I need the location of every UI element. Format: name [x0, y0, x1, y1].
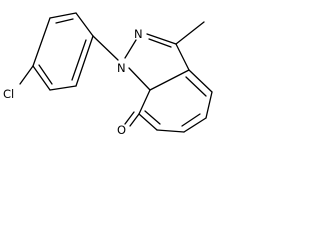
bond-carbonyl-2	[124, 111, 135, 125]
molecule-structure-diagram: Cl N N O	[3, 12, 213, 137]
bond-phenyl-double-2	[71, 39, 87, 81]
bonds	[19, 12, 213, 133]
bond-methyl	[175, 21, 205, 45]
bond-c4-c5	[205, 91, 213, 119]
bond-phenyl-double-1	[55, 18, 74, 24]
bond-carbon-chlorine	[19, 65, 34, 85]
bond-phenyl-nitrogen	[92, 35, 119, 61]
atom-label-oxygen: O	[117, 123, 126, 137]
bond-c3a-c8a	[149, 69, 190, 91]
atom-labels: Cl N N O	[3, 27, 143, 137]
bond-phenyl-3	[75, 35, 94, 87]
bond-n2-c3	[146, 33, 177, 45]
bond-c6-c7	[156, 129, 185, 133]
bond-phenyl-double-3	[38, 64, 53, 85]
bond-phenyl-6	[32, 17, 51, 67]
bond-phenyl-2	[75, 12, 94, 37]
bond-phenyl-1	[49, 12, 77, 19]
bond-c8-c8a	[138, 89, 151, 115]
bond-phenyl-4	[49, 85, 77, 91]
bond-c5-c6	[183, 117, 207, 133]
bond-c8a-n1	[128, 67, 151, 91]
atom-label-chlorine: Cl	[3, 87, 14, 101]
bond-c3a-c4-double	[185, 76, 207, 97]
bond-n1-n2	[124, 39, 137, 59]
bond-c7-c8-double	[144, 110, 161, 125]
bond-c3-c3a	[175, 43, 190, 71]
atom-label-nitrogen-2: N	[134, 27, 143, 41]
bond-carbonyl-1	[129, 113, 140, 127]
bond-n2-c3-double	[148, 38, 172, 48]
bond-c7-c8	[138, 113, 158, 131]
bond-phenyl-5	[32, 65, 51, 91]
bond-c5-c6-double	[181, 113, 201, 127]
bond-c3a-c4	[188, 69, 213, 93]
atom-label-nitrogen-1: N	[117, 61, 126, 75]
